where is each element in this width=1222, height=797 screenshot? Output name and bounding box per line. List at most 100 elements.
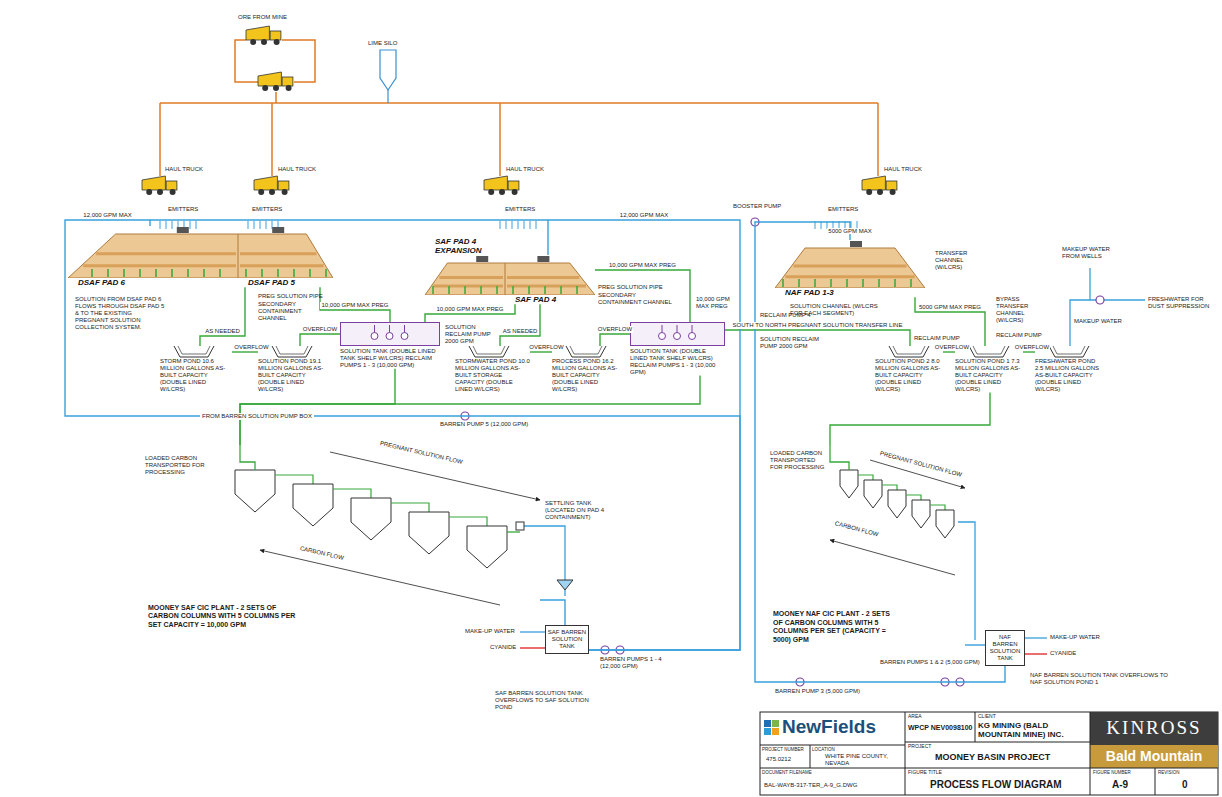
pipeline-connector xyxy=(595,270,690,322)
flow-arrow xyxy=(830,540,955,575)
flow-label: OVERFLOW xyxy=(934,344,970,351)
truck-icon xyxy=(890,189,896,195)
emitter-ticks xyxy=(506,221,507,229)
truck-icon xyxy=(866,189,872,195)
title-block-text: 475.0212 xyxy=(766,756,791,763)
truck-icon xyxy=(262,85,268,91)
node-label: SOLUTION TANK (DOUBLE LINED TANK SHELF W… xyxy=(630,348,725,376)
node-label: MOONEY SAF CIC PLANT - 2 SETS OF CARBON … xyxy=(148,604,298,629)
barren-pipeline xyxy=(1070,268,1090,346)
truck-icon xyxy=(512,189,518,195)
title-block-text: PROJECT NUMBER xyxy=(762,747,804,752)
annotation-label: SECONDARY CONTAINMENT CHANNEL xyxy=(598,292,678,306)
title-block-text: WHITE PINE COUNTY, NEVADA xyxy=(825,753,903,767)
truck-icon xyxy=(269,189,275,195)
title-block-text: KINROSS xyxy=(1090,717,1218,739)
truck-icon xyxy=(488,189,494,195)
node-label: NAF PAD 1-3 xyxy=(775,288,925,297)
flow-label: OVERFLOW xyxy=(528,344,564,351)
carbon-column xyxy=(882,485,897,490)
lime-silo xyxy=(387,90,388,103)
pipeline-connector xyxy=(915,297,985,346)
carbon-column xyxy=(333,489,371,498)
title-block-text: LOCATION xyxy=(812,747,835,752)
annotation-label: RECLAIM PUMP xyxy=(914,335,960,342)
pipeline-connector xyxy=(232,351,258,352)
carbon-column xyxy=(409,512,449,554)
flow-label: 10,000 GPM MAX PREG xyxy=(320,302,389,309)
haul-route xyxy=(499,103,501,176)
haul-route xyxy=(271,103,273,176)
truck-icon xyxy=(286,85,292,91)
pipeline-connector xyxy=(1023,351,1035,352)
title-block-text: NewFields xyxy=(782,716,876,738)
title-block-text: DOCUMENT FILENAME xyxy=(762,770,812,775)
emitter-ticks xyxy=(530,221,531,229)
reclaim-pumps xyxy=(631,323,723,344)
annotation-label: SOLUTION FROM DSAF PAD 6 FLOWS THROUGH D… xyxy=(75,296,165,330)
truck-icon xyxy=(499,189,505,195)
title-block-text: BAL-WAYB-317-TER_A-9_G.DWG xyxy=(764,782,857,789)
pond: SOLUTION POND 1 7.3 MILLION GALLONS AS-B… xyxy=(955,346,1023,392)
lime-silo xyxy=(380,50,396,90)
truck-icon xyxy=(250,39,256,45)
annotation-label: CARBON FLOW xyxy=(834,520,879,538)
node-label: SAF BARREN SOLUTION TANK xyxy=(547,629,587,650)
annotation-label: LOADED CARBON TRANSPORTED FOR PROCESSING xyxy=(145,455,220,476)
lined-pond xyxy=(160,346,232,358)
carbon-column xyxy=(351,498,391,540)
title-block xyxy=(1090,712,1218,745)
title-block-text: KG MINING (BALD MOUNTAIN MINE) INC. xyxy=(978,721,1088,739)
flow-label: 12,000 GPM MAX xyxy=(619,212,669,219)
annotation-label: RECLAIM PUMP xyxy=(996,332,1042,339)
truck-icon xyxy=(261,39,267,45)
pond: STORMWATER POND 10.0 MILLION GALLONS AS-… xyxy=(455,346,530,392)
heap-leach-pad xyxy=(775,240,925,288)
title-block xyxy=(1090,745,1218,768)
truck-icon xyxy=(166,181,177,190)
truck-icon xyxy=(862,176,897,195)
cyanide-line xyxy=(1025,653,1047,654)
pond: PROCESS POND 16.2 MILLION GALLONS AS-BUI… xyxy=(552,346,624,392)
annotation-label: LIME SILO xyxy=(368,40,397,47)
annotation-label: EMITTERS xyxy=(505,206,535,213)
tank-shell xyxy=(630,322,725,346)
carbon-column xyxy=(912,500,930,528)
flow-label: AS NEEDED xyxy=(502,328,539,335)
truck-icon xyxy=(246,26,281,45)
pipeline-connector xyxy=(755,222,1005,682)
pipeline-connector xyxy=(540,600,565,625)
truck-icon xyxy=(274,39,280,45)
flow-label: 10,000 GPM MAX PREG xyxy=(435,306,504,313)
emitter-ticks xyxy=(160,221,161,229)
carbon-column xyxy=(293,484,333,526)
solution-tank: SOLUTION TANK (DOUBLE LINED TANK SHELF W… xyxy=(630,322,725,376)
emitter-ticks xyxy=(260,221,261,229)
heap-leach-pad: SAF PAD 4 EXPANSION xyxy=(425,237,505,295)
annotation-label: EMITTERS xyxy=(252,206,282,213)
title-block-text: MOONEY BASIN PROJECT xyxy=(935,752,1050,762)
node-label: NAF BARREN SOLUTION TANK xyxy=(987,634,1023,662)
haul-route xyxy=(160,102,878,104)
title-block-text: PROCESS FLOW DIAGRAM xyxy=(930,779,1062,791)
emitter-ticks xyxy=(254,221,255,229)
heap-leach-pad xyxy=(425,255,505,295)
carbon-column xyxy=(840,470,858,498)
truck-icon xyxy=(142,176,177,195)
screen-funnel xyxy=(557,580,573,590)
flow-label: SOUTH TO NORTH PREGNANT SOLUTION TRANSFE… xyxy=(732,322,904,329)
pipeline-connector xyxy=(300,334,340,346)
emitter-ticks xyxy=(266,221,267,229)
truck-icon xyxy=(246,26,269,40)
truck-icon xyxy=(270,31,281,40)
solution-tank: SOLUTION TANK (DOUBLE LINED TANK SHELF W… xyxy=(340,322,440,369)
pipeline-connector xyxy=(200,287,245,346)
truck-icon xyxy=(157,189,163,195)
pregnant-feed-line xyxy=(240,445,255,470)
heap-leach-pad xyxy=(505,255,595,295)
annotation-label: PREGNANT SOLUTION FLOW xyxy=(379,440,463,466)
annotation-label: ORE FROM MINE xyxy=(238,14,287,21)
truck-icon xyxy=(254,176,277,190)
pregnant-feed-line xyxy=(507,531,520,532)
title-block-text: CLIENT xyxy=(978,714,996,720)
